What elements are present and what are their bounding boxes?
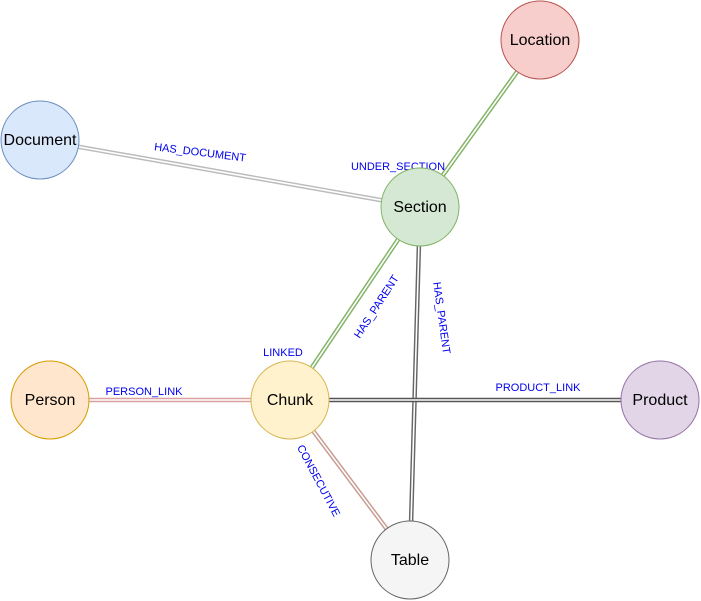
node-person-label: Person <box>25 392 76 409</box>
edge-label-has-parent-2: HAS_PARENT <box>352 273 402 341</box>
node-document[interactable]: Document <box>0 100 80 180</box>
node-person[interactable]: Person <box>10 360 90 440</box>
node-chunk[interactable]: Chunk <box>250 360 330 440</box>
node-chunk-circle <box>250 360 330 440</box>
node-document-label: Document <box>4 132 77 149</box>
edge-label-person-link-4: PERSON_LINK <box>105 386 183 398</box>
node-table-circle <box>370 520 450 600</box>
node-location-label: Location <box>510 32 571 49</box>
edge-label-has-parent-3: HAS_PARENT <box>430 281 452 355</box>
edge-table-section-3 <box>407 206 423 561</box>
node-document-circle <box>0 100 80 180</box>
node-chunk-label: Chunk <box>267 392 314 409</box>
edges-layer <box>39 38 660 562</box>
node-location-circle <box>500 0 580 80</box>
node-table-label: Table <box>391 552 429 569</box>
edge-table-section-3-core <box>409 206 421 561</box>
node-location[interactable]: Location <box>500 0 580 80</box>
node-product[interactable]: Product <box>620 360 700 440</box>
node-section[interactable]: Section <box>380 167 460 247</box>
edge-label-consecutive-6: CONSECUTIVE <box>294 443 342 519</box>
node-product-circle <box>620 360 700 440</box>
node-product-label: Product <box>632 392 688 409</box>
edge-label-product-link-5: PRODUCT_LINK <box>496 382 582 394</box>
node-table[interactable]: Table <box>370 520 450 600</box>
node-person-circle <box>10 360 90 440</box>
edge-label-linked-7: LINKED <box>263 347 303 359</box>
node-section-circle <box>380 167 460 247</box>
node-section-label: Section <box>393 199 446 216</box>
edge-document-section-0 <box>39 137 421 210</box>
edge-document-section-0-core <box>39 139 421 208</box>
